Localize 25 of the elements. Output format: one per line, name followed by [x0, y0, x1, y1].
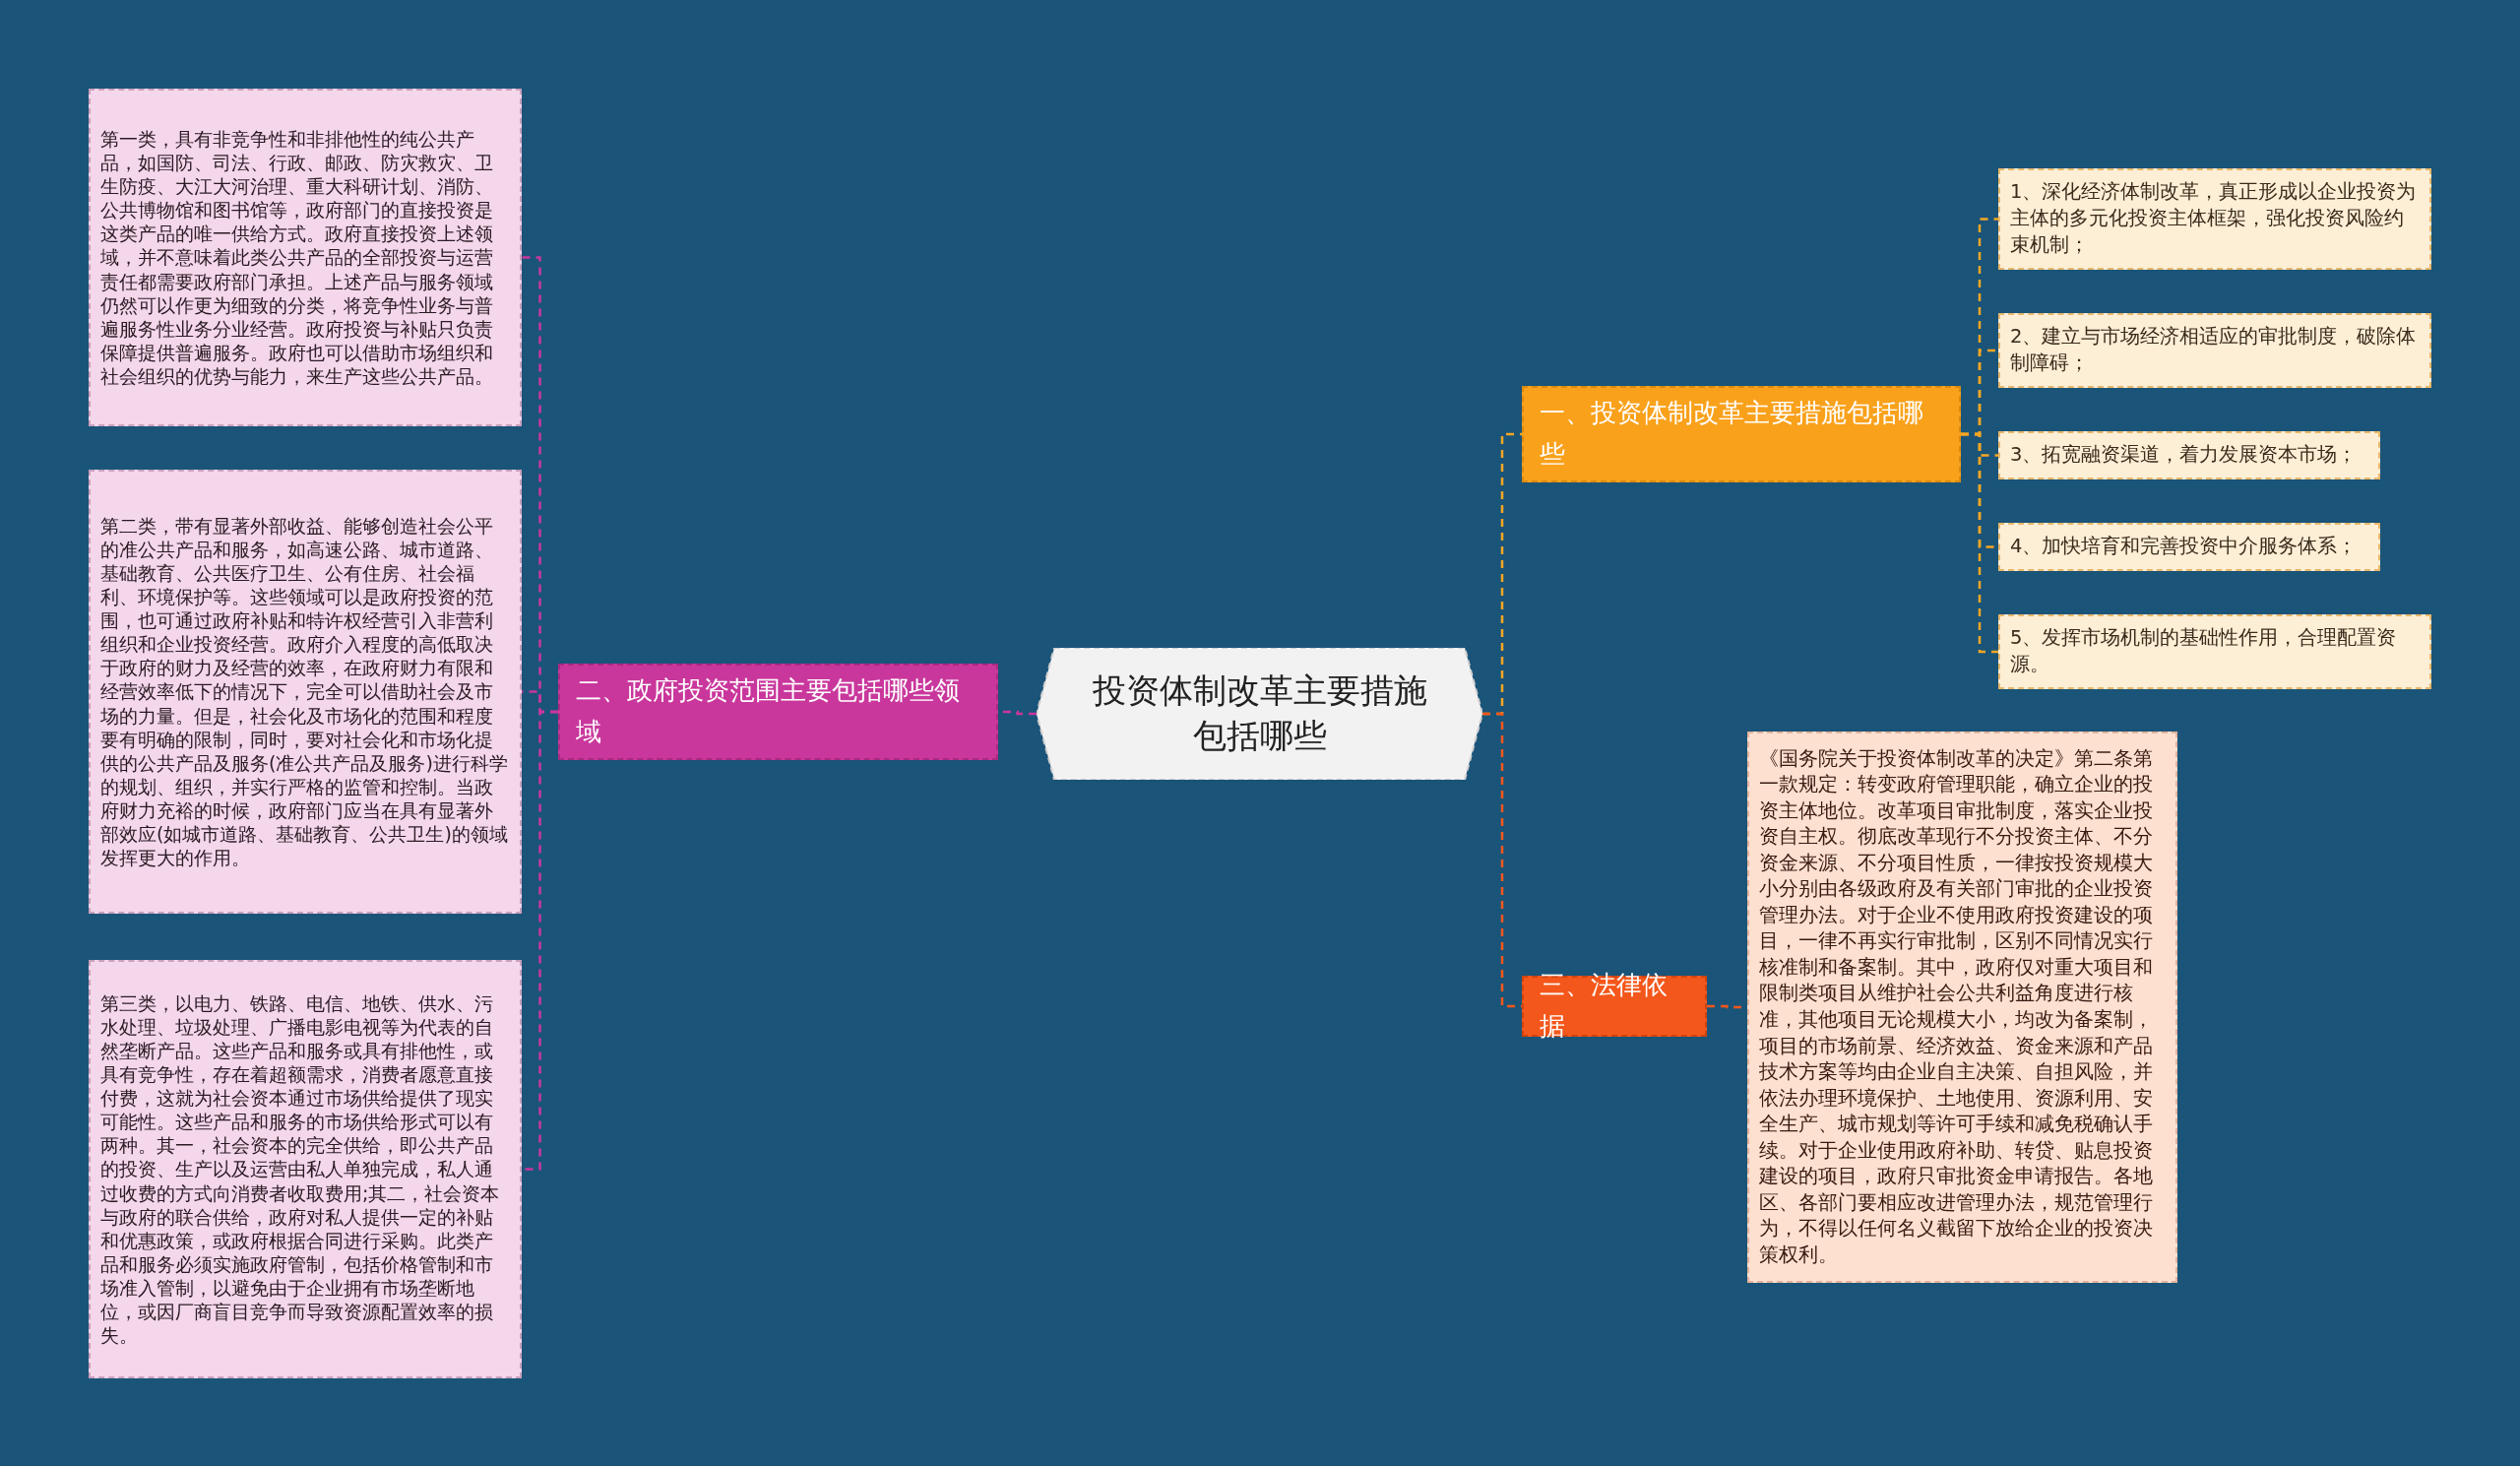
note-card [89, 470, 522, 914]
topic-text: 1、深化经济体制改革，真正形成以企业投资为主体的多元化投资主体框架，强化投资风险约束机制； [2010, 179, 2418, 258]
topic-text: 第二类，带有显著外部收益、能够创造社会公平的准公共产品和服务，如高速公路、城市道路、基础教育、公共医疗卫生、公有住房、社会福利、环境保护等。这些领域可以是政府投资的范围，也可通过政府补贴和特许权经营引入非营利组织和企业投资经营。政府介入程度的高低取决于政府的财力及经营的效率，在政府财力有限和经营效率低下的情况下，完全可以借助社会及市场的力量。但是，社会化及市场化的范围和程度要有明确的限制，同时，要对社会化和市场化提供的公共产品及服务(准公共产品及服务)进行科学的规划、组织，并实行严格的监管和控制。当政府财力充裕的时候，政府部门应当在具有显著外部效应(如城市道路、基础教育、公共卫生)的领域发挥更大的作用。 [100, 513, 509, 870]
topic-text: 2、建立与市场经济相适应的审批制度，破除体制障碍； [2010, 324, 2418, 376]
topic-text: 5、发挥市场机制的基础性作用，合理配置资源。 [2010, 625, 2398, 677]
topic-text: 3、拓宽融资渠道，着力发展资本市场； [2010, 442, 2359, 469]
central-topic [1037, 648, 1482, 780]
branch-topic [558, 664, 998, 760]
topic-text: 投资体制改革主要措施包括哪些 [1091, 669, 1428, 757]
note-card [1998, 614, 2431, 689]
topic-text: 二、政府投资范围主要包括哪些领域 [576, 674, 961, 748]
note-card [89, 89, 522, 426]
note-card [1998, 523, 2380, 571]
note-card [1998, 431, 2380, 479]
note-card [1998, 313, 2431, 388]
topic-text: 一、投资体制改革主要措施包括哪些 [1540, 397, 1924, 471]
branch-topic [1522, 386, 1961, 482]
connector-line [1961, 432, 1998, 654]
topic-text: 《国务院关于投资体制改革的决定》第二条第一款规定：转变政府管理职能，确立企业的投资主体地位。改革项目审批制度，落实企业投资自主权。彻底改革现行不分投资主体、不分资金来源、不分项目性质，一律按投资规模大小分别由各级政府及有关部门审批的企业投资管理办法。对于企业不使用政府投资建设的项目，一律不再实行审批制，区别不同情况实行核准制和备案制。其中，政府仅对重大项目和限制类项目从维护社会公共利益角度进行核准，其他项目无论规模大小，均改为备案制，项目的市场前景、经济效益、资金来源和产品技术方案等均由企业自主决策、自担风险，并依法办理环境保护、土地使用、资源利用、安全生产、城市规划等许可手续和减免税确认手续。对于企业使用政府补助、转贷、贴息投资建设的项目，政府只审批资金申请报告。各地区、各部门要相应改进管理办法，规范管理行为，不得以任何名义截留下放给企业的投资决策权利。 [1759, 745, 2154, 1268]
topic-text: 第三类，以电力、铁路、电信、地铁、供水、污水处理、垃圾处理、广播电影电视等为代表的自然垄断产品。这些产品和服务或具有排他性，或具有竞争性，存在着超额需求，消费者愿意直接付费，这就为社会资本通过市场供给提供了现实可能性。这些产品和服务的市场供给形式可以有两种。其一，社会资本的完全供给，即公共产品的投资、生产以及运营由私人单独完成，私人通过收费的方式向消费者收取费用;其二，社会资本与政府的联合供给，政府对私人提供一定的补贴和优惠政策，或政府根据合同进行采购。此类产品和服务必须实施政府管制，包括价格管制和市场准入管制，以避免由于企业拥有市场垄断地位，或因厂商盲目竞争而导致资源配置效率的损失。 [100, 990, 501, 1348]
topic-text: 4、加快培育和完善投资中介服务体系； [2010, 534, 2359, 560]
note-card [89, 960, 522, 1378]
topic-text: 三、法律依据 [1540, 969, 1669, 1043]
note-card [1998, 168, 2431, 270]
topic-text: 第一类，具有非竞争性和非排他性的纯公共产品，如国防、司法、行政、邮政、防灾救灾、卫生防疫、大江大河治理、重大科研计划、消防、公共博物馆和图书馆等，政府部门的直接投资是这类产品的唯一供给方式。政府直接投资上述领域，并不意味着此类公共产品的全部投资与运营责任都需要政府部门承担。上述产品与服务领域仍然可以作更为细致的分类，将竞争性业务与普遍服务性业务分业经营。政府投资与补贴只负责保障提供普遍服务。政府也可以借助市场组织和社会组织的优势与能力，来生产这些公共产品。 [100, 126, 494, 389]
